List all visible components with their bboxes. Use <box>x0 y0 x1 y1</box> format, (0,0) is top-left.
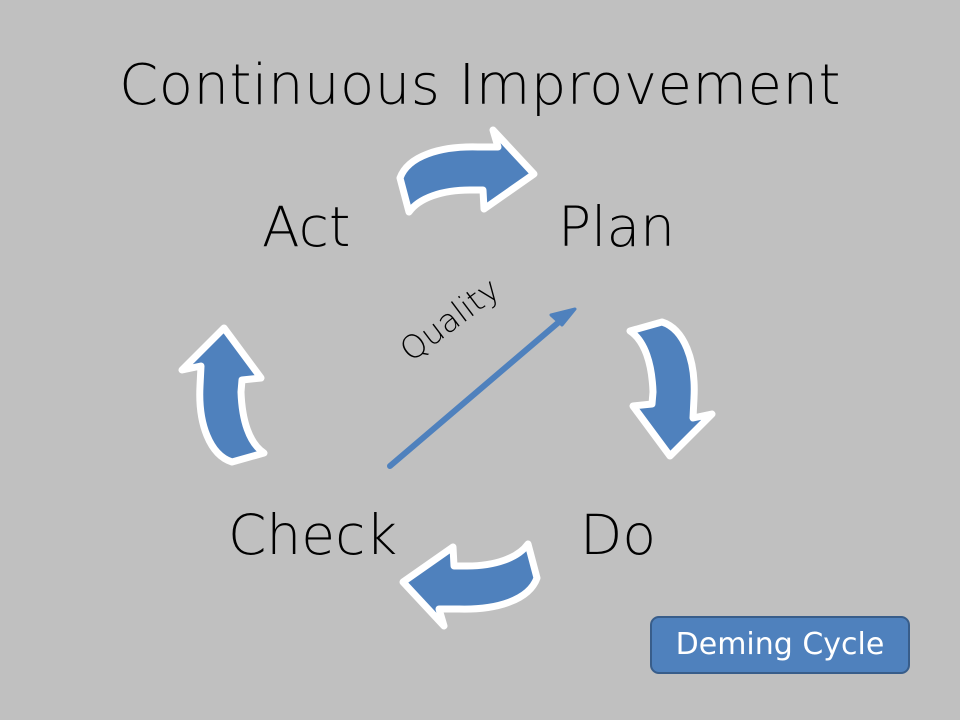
arrow-check-to-act <box>178 324 268 466</box>
stage-label-plan: Plan <box>558 195 676 259</box>
stage-label-act: Act <box>262 195 351 259</box>
stage-label-do: Do <box>580 503 657 567</box>
page-title: Continuous Improvement <box>119 53 841 118</box>
deming-cycle-badge[interactable]: Deming Cycle <box>650 616 910 674</box>
stage-label-check: Check <box>228 503 398 567</box>
quality-arrow <box>387 307 577 469</box>
arrow-plan-to-do <box>626 318 716 460</box>
arrow-act-to-plan <box>396 126 538 216</box>
arrow-do-to-check <box>399 540 541 630</box>
deming-cycle-label: Deming Cycle <box>675 627 885 662</box>
